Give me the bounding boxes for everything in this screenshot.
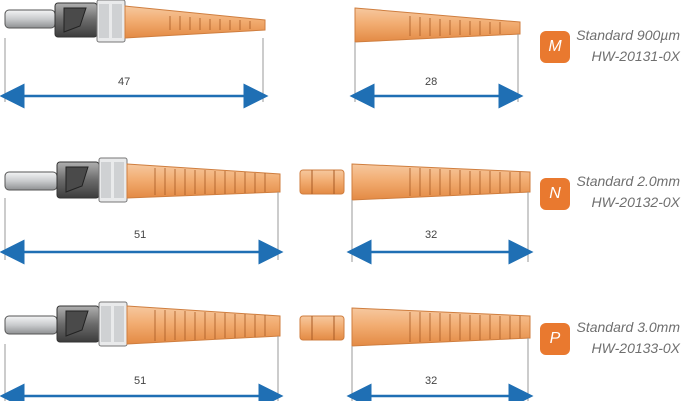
boot-p-left: [126, 305, 281, 345]
boot-m-right: [354, 7, 521, 43]
st-connector-n: [4, 157, 128, 203]
variant-badge-p: P: [540, 323, 570, 355]
variant-title-p: Standard 3.0mm: [576, 319, 681, 335]
variant-badge-n: N: [540, 178, 570, 210]
variant-title-n: Standard 2.0mm: [576, 173, 681, 189]
st-connector-p: [4, 301, 128, 347]
variant-caption-p: Standard 3.0mm HW-20133-0X: [577, 317, 681, 359]
row-m: 47 28: [0, 0, 524, 109]
variant-title-m: Standard 900µm: [576, 27, 680, 43]
boot-n-right: [351, 163, 531, 201]
crimp-sleeve-p: [299, 315, 345, 341]
dimension-p-boot: 32: [425, 375, 437, 387]
variant-part-m: HW-20131-0X: [591, 48, 680, 64]
dimension-m-boot: 28: [425, 76, 437, 88]
boot-m-left: [124, 5, 266, 39]
dimension-n-connector: 51: [134, 229, 146, 241]
dimension-n-boot: 32: [425, 229, 437, 241]
dimension-m-connector: 47: [118, 76, 130, 88]
boot-p-right: [351, 307, 531, 347]
st-connector-m: [4, 0, 126, 43]
variant-part-n: HW-20132-0X: [591, 194, 680, 210]
variant-part-p: HW-20133-0X: [591, 340, 680, 356]
variant-caption-m: Standard 900µm HW-20131-0X: [576, 25, 680, 67]
crimp-sleeve-n: [299, 169, 345, 195]
dimension-p-connector: 51: [134, 375, 146, 387]
row-n: 51 32: [0, 157, 534, 265]
boot-n-left: [126, 163, 281, 199]
variant-caption-n: Standard 2.0mm HW-20132-0X: [577, 171, 681, 213]
row-p: 51 32: [0, 301, 534, 401]
variant-badge-m: M: [540, 31, 570, 63]
